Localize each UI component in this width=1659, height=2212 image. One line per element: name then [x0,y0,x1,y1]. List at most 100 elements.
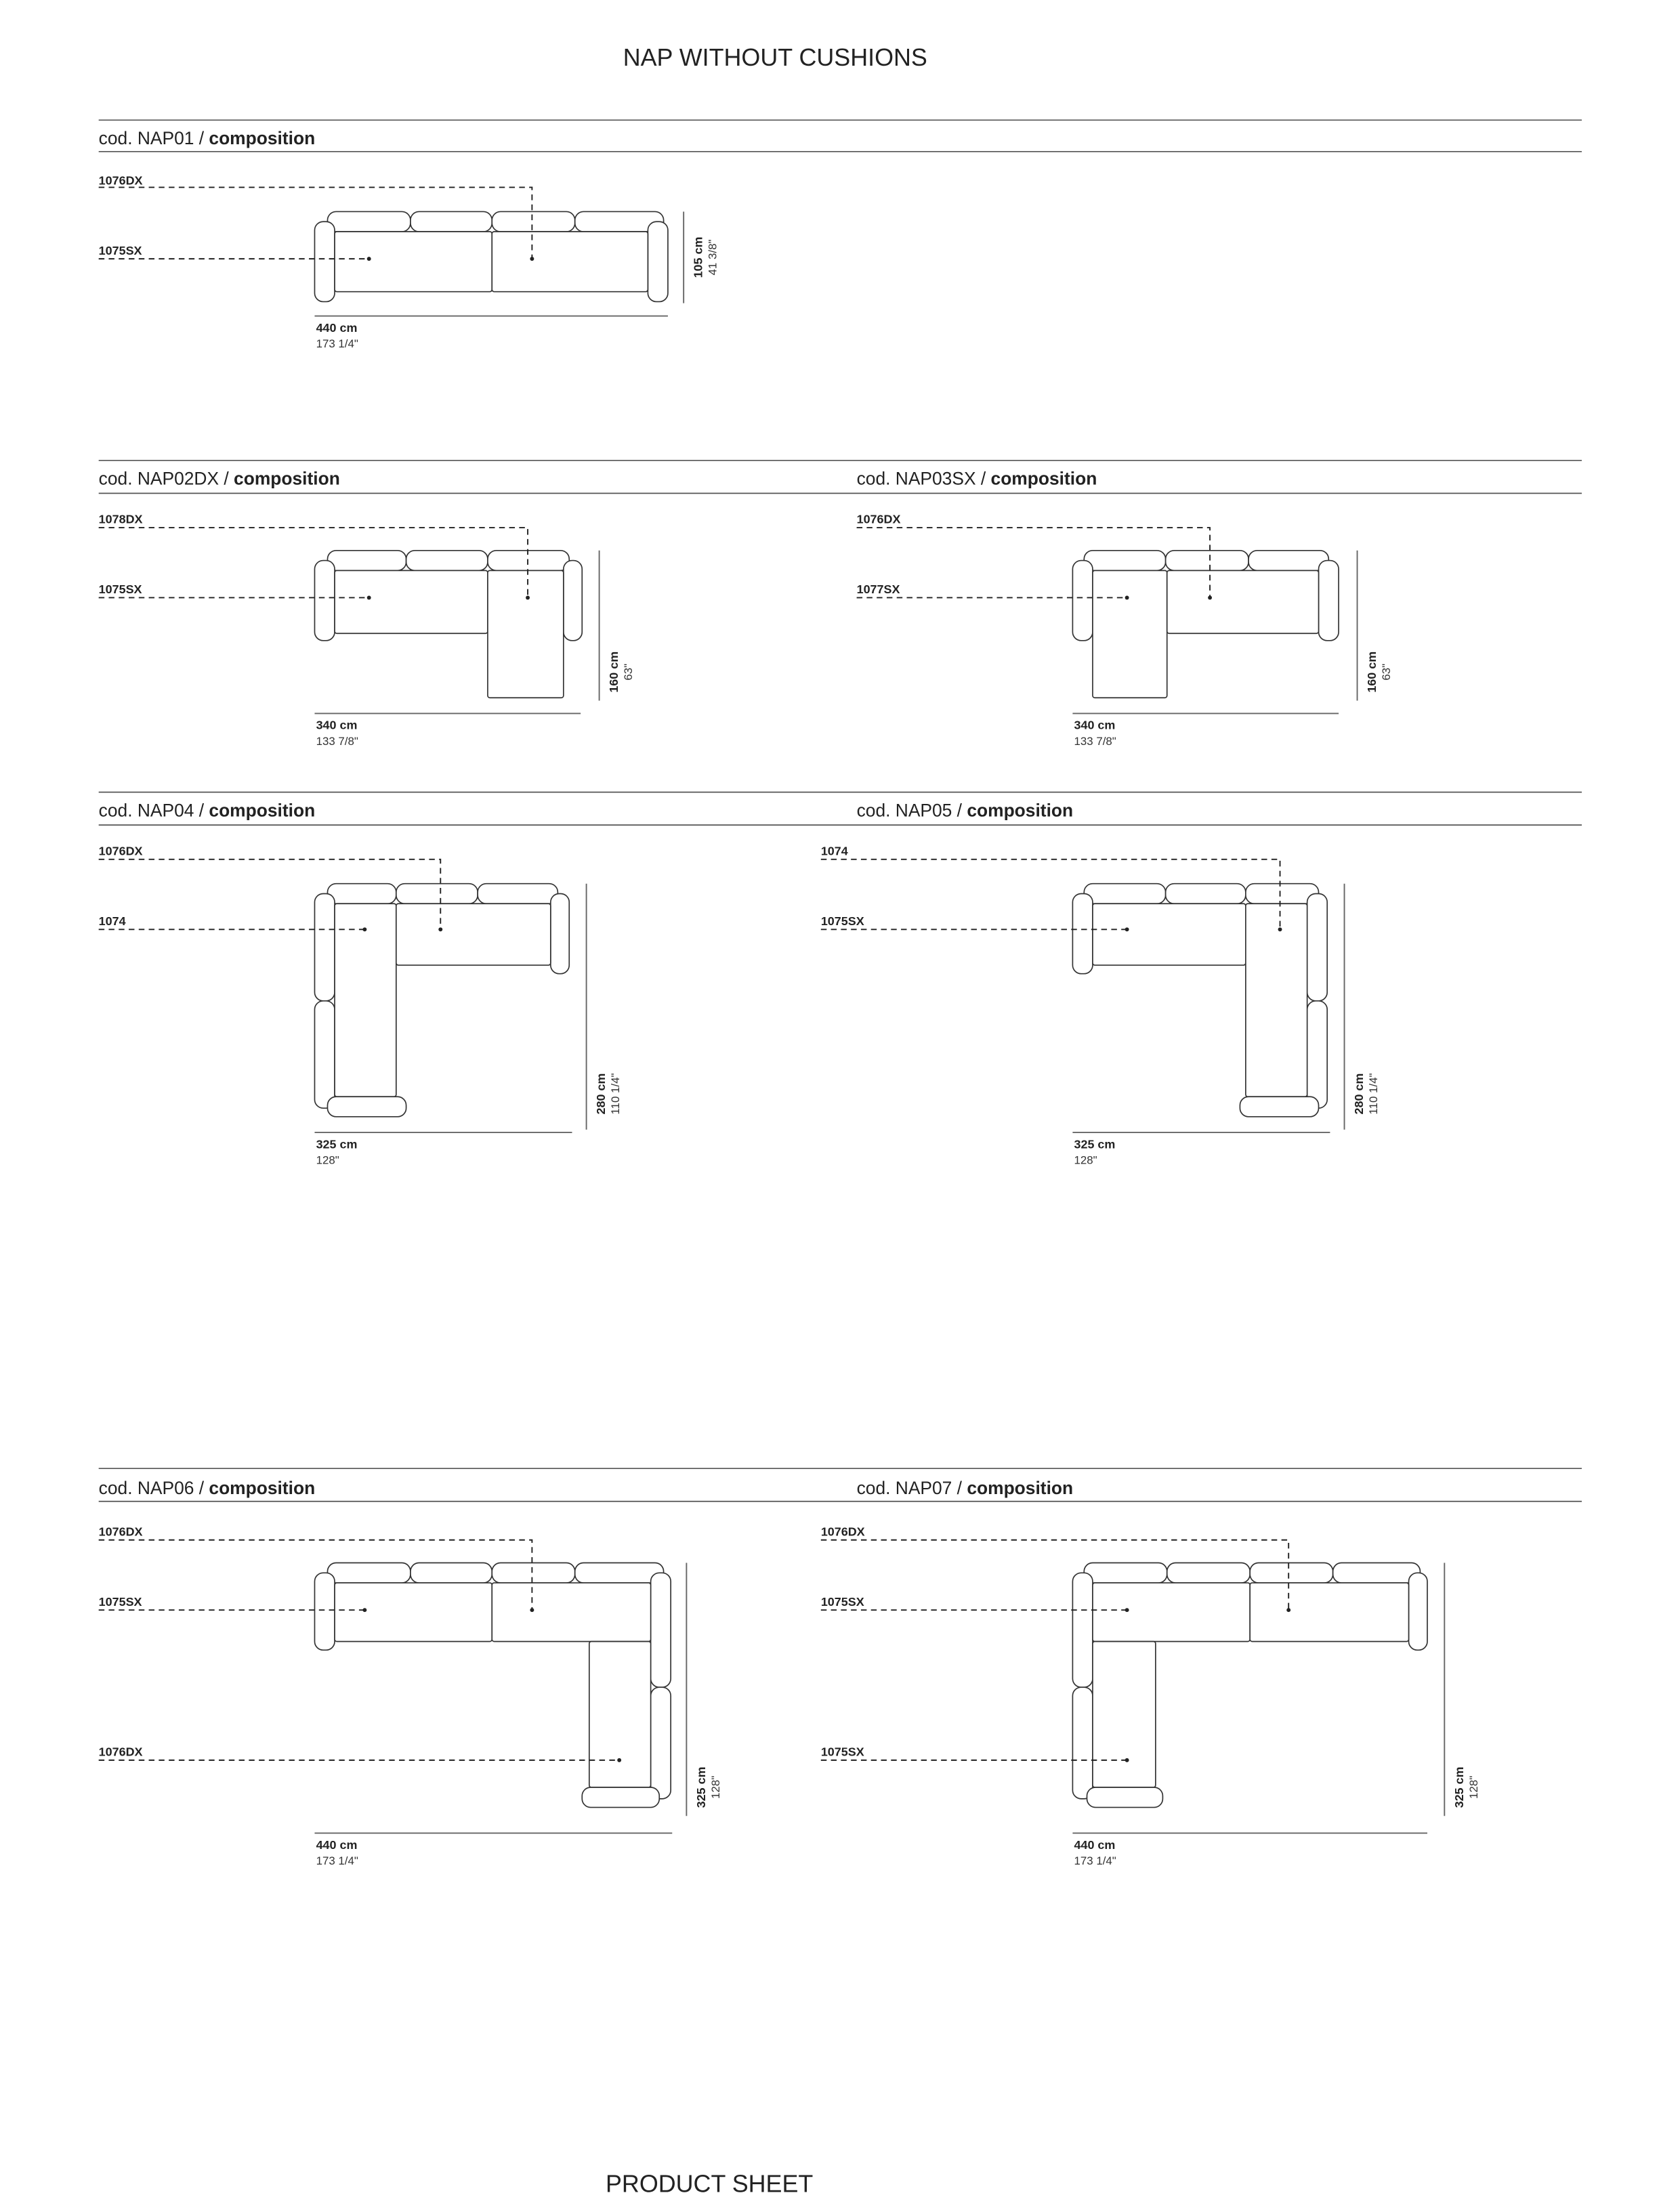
seat [395,903,551,966]
width-inches: 133 7/8" [1074,735,1116,748]
sofa-drawing [314,882,570,1118]
seat [334,570,488,635]
armrest [647,221,669,303]
armrest [1318,559,1339,641]
module-marker [1125,1608,1129,1613]
armrest [650,1572,672,1688]
armrest [314,893,335,1002]
depth-cm: 325 cm [1452,1767,1466,1808]
depth-inches: 63" [622,664,635,681]
depth-cm: 160 cm [607,652,621,693]
seat [1092,1640,1156,1788]
back-cushion [1239,1096,1320,1118]
armrest [549,893,570,975]
composition-6: cod. NAP06 / composition1076DX1075SX1076… [99,1478,722,1867]
module-marker [366,595,371,600]
composition-code: cod. NAP02DX / [99,469,234,489]
module-code: 1075SX [99,582,142,596]
module-code: 1076DX [99,173,143,187]
composition-header: cod. NAP02DX / composition [99,469,340,489]
module-marker [366,257,371,261]
armrest [562,559,583,641]
module-code: 1077SX [857,582,900,596]
width-cm: 325 cm [1074,1137,1116,1151]
seat [588,1640,652,1788]
module-leader-line [98,1539,533,1611]
depth-cm: 280 cm [594,1073,608,1115]
composition-header: cod. NAP05 / composition [857,800,1074,820]
back-cushion [1164,882,1246,905]
composition-header: cod. NAP04 / composition [99,800,316,820]
back-cushion [491,211,576,232]
armrest [1072,893,1093,975]
module-marker [438,927,443,932]
armrest [1072,1686,1093,1800]
page-footer: PRODUCT SHEET [606,2170,813,2197]
module-leader-line [98,186,533,259]
seat [1245,903,1308,1098]
module-code: 1075SX [99,244,142,257]
width-cm: 325 cm [316,1137,358,1151]
composition-7: cod. NAP07 / composition1076DX1075SX1075… [821,1478,1480,1867]
module-marker [1125,595,1129,600]
depth-inches: 110 1/4" [609,1073,622,1115]
back-cushion [1166,1562,1251,1583]
composition-code: cod. NAP06 / [99,1478,209,1498]
depth-inches: 41 3/8" [707,240,719,276]
composition-code: cod. NAP07 / [857,1478,967,1498]
depth-cm: 280 cm [1352,1073,1366,1115]
module-code: 1075SX [821,1595,864,1609]
seat [334,1582,493,1642]
back-cushion [491,1562,576,1583]
back-cushion [487,549,570,572]
back-cushion [410,1562,493,1583]
width-cm: 340 cm [316,719,358,732]
module-leader-line [98,858,442,930]
module-marker [1208,595,1213,600]
depth-inches: 128" [709,1776,722,1799]
module-marker [1125,927,1129,932]
module-leader-line [98,527,528,598]
composition-header: cod. NAP06 / composition [99,1478,316,1498]
sofa-drawing [1072,549,1339,699]
seat [1166,570,1320,635]
back-cushion [1164,549,1249,572]
seat [1249,1582,1410,1642]
sofa-drawing [314,1562,672,1808]
composition-label: composition [234,469,340,489]
module-leader-line [820,1539,1290,1611]
back-cushion [1332,1562,1421,1583]
module-code: 1076DX [821,1525,865,1538]
back-cushion [327,1562,411,1583]
module-code: 1075SX [821,914,864,928]
armrest [314,1000,335,1109]
module-code: 1076DX [99,844,143,857]
module-marker [530,1608,534,1613]
composition-label: composition [209,800,315,820]
back-cushion [1248,549,1330,572]
module-code: 1076DX [99,1745,143,1759]
composition-code: cod. NAP05 / [857,800,967,820]
width-inches: 133 7/8" [316,735,358,748]
back-cushion [1249,1562,1334,1583]
composition-code: cod. NAP04 / [99,800,209,820]
seat [334,903,397,1098]
module-leader-line [856,527,1211,598]
armrest [1306,1000,1328,1109]
seat [1092,1582,1251,1642]
module-marker [526,595,530,600]
module-marker [362,927,367,932]
composition-header: cod. NAP07 / composition [857,1478,1074,1498]
composition-header: cod. NAP01 / composition [99,128,316,148]
sofa-drawing [1072,882,1328,1118]
back-cushion [395,882,478,905]
module-marker [530,257,534,261]
module-marker [1286,1608,1291,1613]
sofa-drawing [314,211,669,303]
width-inches: 173 1/4" [316,337,358,350]
depth-cm: 160 cm [1365,652,1379,693]
seat [491,231,649,293]
